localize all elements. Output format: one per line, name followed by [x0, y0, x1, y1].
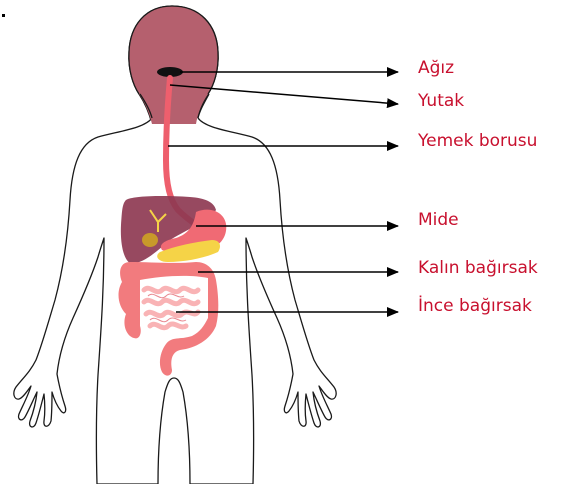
label-ince-bagirsak: İnce bağırsak	[418, 296, 532, 316]
label-mide: Mide	[418, 210, 459, 230]
head-cover	[129, 6, 218, 124]
label-kalin-bagirsak: Kalın bağırsak	[418, 258, 538, 278]
label-yutak: Yutak	[418, 91, 464, 111]
gallbladder-shape	[142, 233, 158, 247]
label-agiz: Ağız	[418, 58, 454, 78]
label-yemek-borusu: Yemek borusu	[418, 131, 537, 151]
